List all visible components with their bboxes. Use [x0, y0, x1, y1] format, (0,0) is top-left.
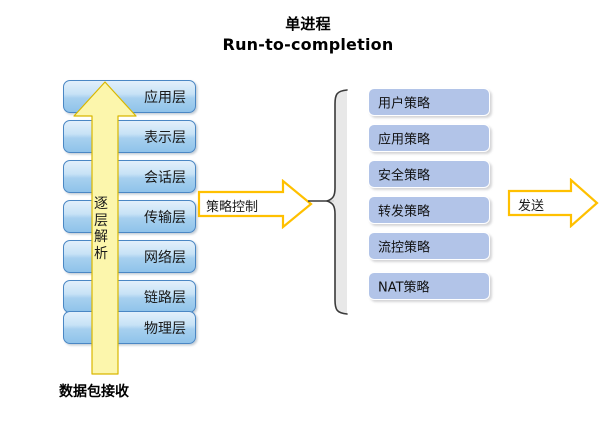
osi-layer-label: 传输层 — [144, 209, 186, 226]
policy-item-application[interactable]: 应用策略 — [368, 124, 490, 152]
policy-group-brace — [326, 89, 348, 315]
diagram-title: 单进程 Run-to-completion — [0, 14, 616, 56]
policy-item-security[interactable]: 安全策略 — [368, 160, 490, 188]
send-arrow-label: 发送 — [518, 199, 545, 214]
osi-layer-label: 链路层 — [144, 289, 186, 306]
policy-item-user[interactable]: 用户策略 — [368, 88, 490, 116]
title-line-english: Run-to-completion — [222, 35, 394, 55]
osi-layer-label: 会话层 — [144, 169, 186, 186]
layer-parse-arrow-label: 逐 层 解 析 — [88, 196, 114, 262]
parse-char-2: 层 — [94, 212, 108, 229]
policy-item-nat[interactable]: NAT策略 — [368, 272, 490, 300]
parse-char-1: 逐 — [94, 196, 108, 212]
packet-receive-caption: 数据包接收 — [59, 384, 129, 400]
policy-item-label: 转发策略 — [378, 204, 431, 220]
policy-item-flow-control[interactable]: 流控策略 — [368, 232, 490, 260]
osi-layer-label: 物理层 — [144, 320, 186, 337]
osi-layer-label: 网络层 — [144, 249, 186, 266]
parse-char-4: 析 — [94, 245, 108, 262]
policy-item-label: 应用策略 — [378, 132, 431, 148]
policy-item-label: NAT策略 — [378, 280, 430, 296]
parse-char-3: 解 — [94, 229, 108, 246]
title-line-chinese: 单进程 — [285, 15, 331, 33]
send-arrow-icon — [507, 178, 599, 228]
policy-control-arrow-icon — [197, 179, 313, 229]
osi-layer-physical[interactable]: 物理层 — [63, 311, 196, 344]
osi-layer-datalink[interactable]: 链路层 — [63, 280, 196, 313]
osi-layer-transport[interactable]: 传输层 — [63, 200, 196, 233]
osi-layer-network[interactable]: 网络层 — [63, 240, 196, 273]
policy-item-forwarding[interactable]: 转发策略 — [368, 196, 490, 224]
osi-layer-label: 表示层 — [144, 129, 186, 146]
policy-item-label: 安全策略 — [378, 168, 431, 184]
osi-layer-session[interactable]: 会话层 — [63, 160, 196, 193]
osi-layer-presentation[interactable]: 表示层 — [63, 120, 196, 153]
policy-item-label: 流控策略 — [378, 240, 431, 256]
layer-parse-arrow-icon — [73, 81, 137, 375]
policy-item-label: 用户策略 — [378, 96, 431, 112]
osi-layer-label: 应用层 — [144, 89, 186, 106]
policy-control-arrow-label: 策略控制 — [206, 200, 259, 215]
